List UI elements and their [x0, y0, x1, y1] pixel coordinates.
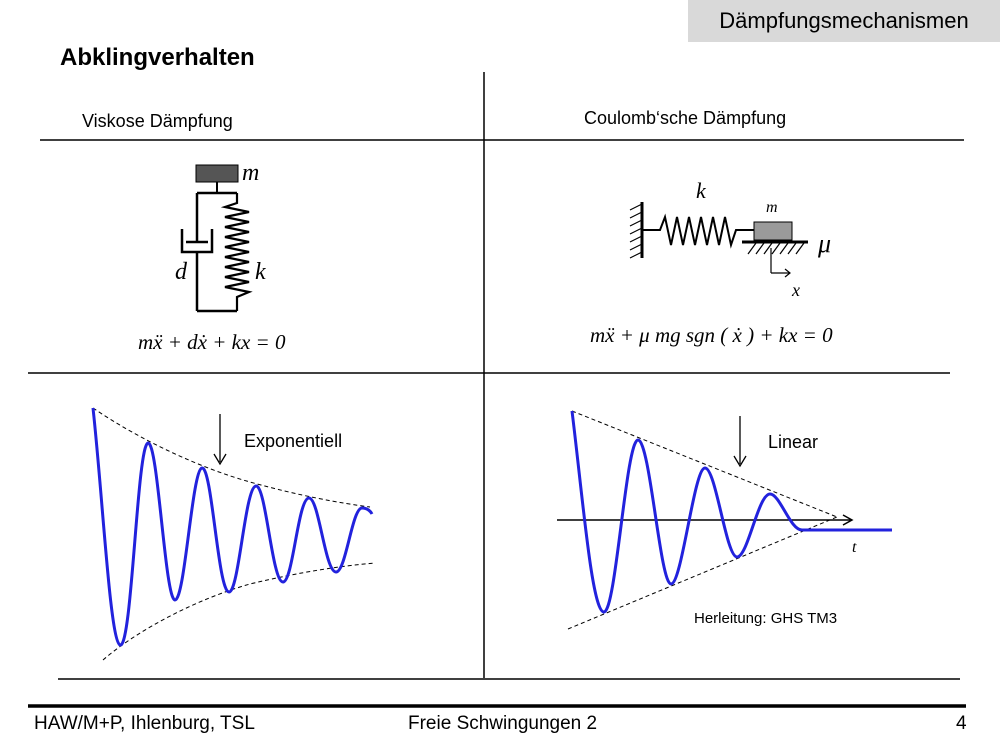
slide-title: Abklingverhalten	[60, 44, 255, 71]
arrow-down-icon	[733, 416, 747, 468]
coulomb-equation: mẍ + μ mg sgn ( ẋ ) + kx = 0	[590, 323, 833, 347]
linear-label: Linear	[768, 432, 819, 452]
lower-envelope	[102, 562, 376, 661]
spring	[642, 213, 754, 249]
viscous-heading: Viskose Dämpfung	[82, 111, 233, 131]
arrow-down-icon	[213, 414, 227, 466]
time-symbol: t	[852, 539, 857, 556]
spring-symbol: k	[255, 259, 266, 285]
mass-block	[195, 164, 239, 183]
friction-symbol: μ	[817, 229, 831, 258]
viscous-system-diagram: m d k	[175, 160, 266, 313]
linear-decay-plot: t	[557, 410, 892, 630]
exponential-label: Exponentiell	[244, 431, 343, 451]
axis-arrowhead	[842, 514, 854, 526]
derivation-reference: Herleitung: GHS TM3	[694, 610, 838, 627]
wall-hatching	[629, 203, 643, 259]
topic-label: Dämpfungsmechanismen	[719, 8, 969, 33]
spring	[220, 193, 253, 311]
coulomb-heading: Coulomb‘sche Dämpfung	[584, 108, 787, 128]
mass-symbol: m	[766, 199, 778, 216]
topic-box: Dämpfungsmechanismen	[688, 0, 1000, 42]
upper-envelope	[92, 407, 371, 508]
ground-hatching	[747, 242, 805, 255]
viscous-equation: mẍ + dẋ + kx = 0	[138, 330, 286, 354]
decay-curve	[91, 407, 374, 647]
damper-symbol: d	[175, 259, 188, 285]
x-arrow	[770, 248, 791, 278]
mass-block	[753, 221, 793, 241]
mass-symbol: m	[242, 160, 259, 186]
coulomb-system-diagram: k m μ x	[629, 178, 831, 300]
damper	[180, 193, 214, 311]
decay-curve	[570, 410, 892, 614]
exponential-decay-plot	[91, 407, 376, 661]
spring-symbol: k	[696, 178, 707, 203]
footer-author: HAW/M+P, Ihlenburg, TSL	[34, 713, 255, 734]
table-lines	[28, 72, 964, 680]
upper-envelope	[571, 410, 838, 518]
page-number: 4	[956, 713, 967, 734]
displacement-symbol: x	[791, 280, 800, 300]
footer-lecture: Freie Schwingungen 2	[408, 713, 598, 734]
